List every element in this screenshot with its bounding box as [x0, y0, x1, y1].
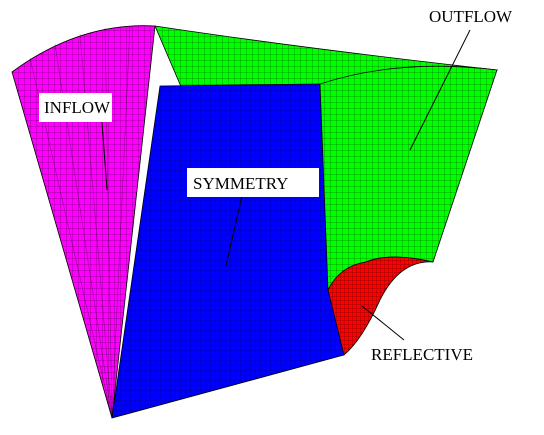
symmetry-leader — [225, 195, 243, 267]
outflow-label: OUTFLOW — [429, 7, 513, 26]
inflow-label: INFLOW — [44, 98, 111, 117]
inflow-leader — [101, 121, 108, 191]
symmetry-label: SYMMETRY — [193, 174, 288, 193]
reflective-surface — [327, 256, 434, 356]
reflective-leader — [361, 305, 405, 341]
inflow-label-box — [39, 93, 112, 122]
symmetry-label-box — [187, 168, 319, 197]
outflow-leader — [409, 29, 471, 151]
symmetry-face — [111, 83, 345, 419]
inflow-face — [11, 25, 156, 419]
reflective-label: REFLECTIVE — [371, 345, 473, 364]
outflow-face — [319, 65, 498, 291]
